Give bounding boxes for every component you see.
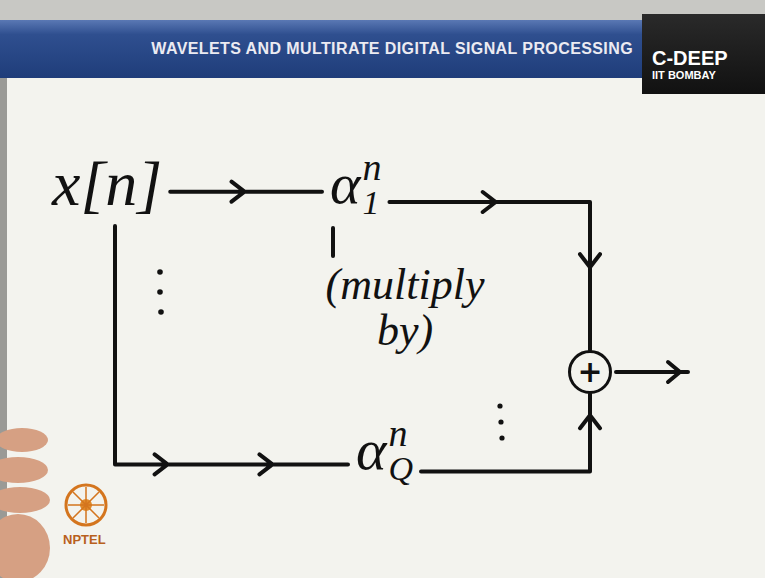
node-text: +	[577, 357, 602, 387]
dot	[157, 269, 163, 275]
dot	[499, 435, 504, 440]
leader-line	[331, 228, 335, 256]
logo-ring	[66, 485, 106, 525]
finger	[0, 457, 48, 483]
course-title: WAVELETS AND MULTIRATE DIGITAL SIGNAL PR…	[151, 40, 633, 58]
logo-rays	[68, 487, 104, 523]
subscript: 1	[362, 186, 381, 220]
superscript: n	[388, 414, 413, 452]
multiplier-term: αn1	[330, 148, 381, 220]
script-column: nQ	[388, 414, 413, 486]
finger	[0, 428, 48, 452]
dot	[497, 403, 502, 408]
superscript: n	[362, 148, 381, 186]
dot	[498, 419, 503, 424]
node-text: C-DEEP	[652, 48, 765, 69]
logo-caption: NPTEL	[63, 532, 106, 547]
output-arrow	[616, 362, 688, 382]
signal-path	[421, 394, 600, 472]
annotation: (multiply by)	[305, 262, 505, 354]
institute-badge: C-DEEPIIT BOMBAY	[642, 14, 765, 94]
input-signal: x[n]	[52, 152, 162, 216]
multiplier-term: αnQ	[356, 414, 413, 486]
dot	[158, 309, 164, 315]
signal-path	[170, 182, 322, 202]
node-text: x[n]	[52, 148, 162, 219]
node-subtext: IIT BOMBAY	[652, 69, 765, 82]
nptel-logo	[66, 485, 106, 525]
palm	[0, 514, 50, 578]
finger	[0, 487, 50, 513]
presenter-hand	[0, 428, 50, 578]
symbol-base: α	[330, 155, 360, 213]
signal-path	[115, 226, 348, 474]
script-column: n1	[362, 148, 381, 220]
summing-junction: +	[568, 350, 612, 394]
dot	[157, 289, 163, 295]
symbol-base: α	[356, 421, 386, 479]
subscript: Q	[388, 452, 413, 486]
